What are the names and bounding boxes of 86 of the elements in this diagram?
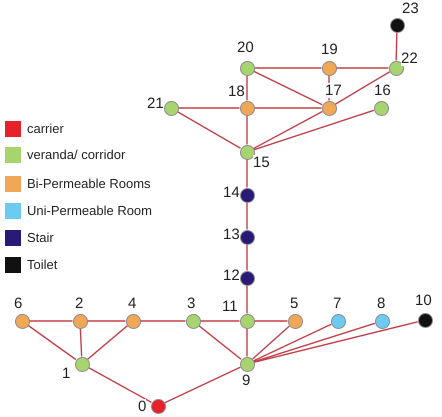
connector-line xyxy=(246,286,248,314)
node-number: 17 xyxy=(325,83,342,98)
connector-line xyxy=(253,324,332,362)
connector-line xyxy=(246,328,248,356)
legend-text: veranda/ corridor xyxy=(27,148,126,162)
node-number: 10 xyxy=(415,293,432,308)
connector-line xyxy=(87,325,128,360)
node-number: 8 xyxy=(377,296,386,311)
connector-line xyxy=(30,320,72,322)
node-number: 21 xyxy=(147,96,164,111)
node-number: 3 xyxy=(187,296,196,311)
node-circle xyxy=(374,100,388,116)
node-circle xyxy=(240,100,254,116)
connector-line xyxy=(164,366,241,404)
node-circle xyxy=(164,100,178,116)
connector-line xyxy=(335,71,390,105)
connector-line xyxy=(246,76,248,100)
legend-text: Stair xyxy=(27,231,54,245)
node-circle xyxy=(240,60,254,76)
node-number: 19 xyxy=(321,42,338,57)
node-circle xyxy=(330,314,346,328)
node-circle xyxy=(418,312,432,328)
node-number: 11 xyxy=(222,299,238,314)
node-circle xyxy=(74,356,90,372)
node-number: 14 xyxy=(223,185,240,200)
connector-line xyxy=(254,107,322,109)
connector-line xyxy=(254,110,374,150)
node-circle xyxy=(240,356,254,372)
node-circle xyxy=(240,144,254,160)
node-circle xyxy=(240,188,254,202)
connector-line xyxy=(28,324,76,360)
legend-text: carrier xyxy=(27,122,64,136)
node-circle xyxy=(240,270,254,286)
connector-line xyxy=(80,328,82,357)
node-number: 5 xyxy=(290,296,298,311)
legend-text: Bi-Permeable Rooms xyxy=(27,177,151,191)
node-number: 15 xyxy=(253,155,270,170)
node-number: 12 xyxy=(223,268,240,283)
node-number: 23 xyxy=(402,1,419,16)
connector-line xyxy=(177,111,241,149)
connector-line xyxy=(88,367,152,403)
node-number: 0 xyxy=(138,399,146,414)
node-circle xyxy=(374,314,390,328)
node-number: 7 xyxy=(333,296,342,311)
node-number: 22 xyxy=(401,51,418,66)
connector-line xyxy=(140,320,186,322)
node-circle xyxy=(240,230,254,244)
connector-line xyxy=(246,244,248,270)
node-number: 13 xyxy=(223,227,240,242)
connector-line xyxy=(246,116,248,144)
connector-line xyxy=(336,67,388,69)
connector-line xyxy=(200,320,240,322)
node-number: 2 xyxy=(75,296,84,311)
connector-line xyxy=(178,107,240,109)
node-circle xyxy=(288,314,302,328)
connector-line xyxy=(253,70,323,106)
connector-line xyxy=(254,321,418,363)
node-circle xyxy=(150,398,166,414)
node-circle xyxy=(186,314,200,328)
connector-line xyxy=(254,67,322,69)
node-circle xyxy=(388,60,404,76)
node-number: 20 xyxy=(237,40,254,55)
connector-line xyxy=(88,320,126,322)
connector-line xyxy=(254,320,288,322)
node-number: 16 xyxy=(374,83,391,98)
connector-line xyxy=(395,32,398,61)
connector-line xyxy=(252,325,290,360)
connector-line xyxy=(253,110,323,150)
connector-line xyxy=(246,160,248,188)
node-number: 1 xyxy=(62,366,70,381)
node-number: 18 xyxy=(228,84,245,99)
legend-text: Uni-Permeable Room xyxy=(27,204,152,218)
node-circle xyxy=(322,60,336,76)
node-circle xyxy=(390,18,404,32)
node-circle xyxy=(126,314,140,328)
node-number: 6 xyxy=(14,296,22,311)
node-circle xyxy=(240,314,254,328)
legend-text: Toilet xyxy=(27,258,58,272)
connector-line xyxy=(246,202,248,230)
connector-line xyxy=(198,325,242,360)
connector-line xyxy=(254,322,376,362)
node-circle xyxy=(322,100,336,116)
node-number: 9 xyxy=(242,373,250,388)
node-circle xyxy=(72,314,88,328)
node-number: 4 xyxy=(128,296,136,311)
node-circle xyxy=(14,314,30,328)
